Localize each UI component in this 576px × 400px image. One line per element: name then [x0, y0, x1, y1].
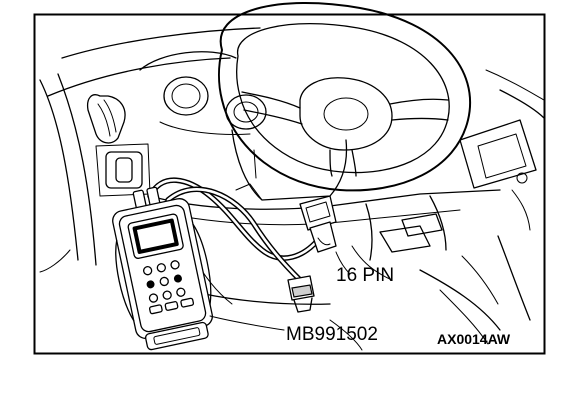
tool-leader-line	[209, 315, 285, 331]
connector-label: 16 PIN	[336, 265, 394, 286]
connector-leader-line	[335, 251, 351, 275]
scan-tool	[112, 186, 213, 351]
figure-frame	[33, 13, 546, 355]
adapter-plug	[287, 275, 315, 313]
diagnostic-connector-plug	[299, 195, 337, 253]
connection-cable	[147, 177, 321, 283]
figure-code-label: AX0014AW	[437, 331, 511, 347]
tool-part-number-label: MB991502	[286, 324, 378, 345]
